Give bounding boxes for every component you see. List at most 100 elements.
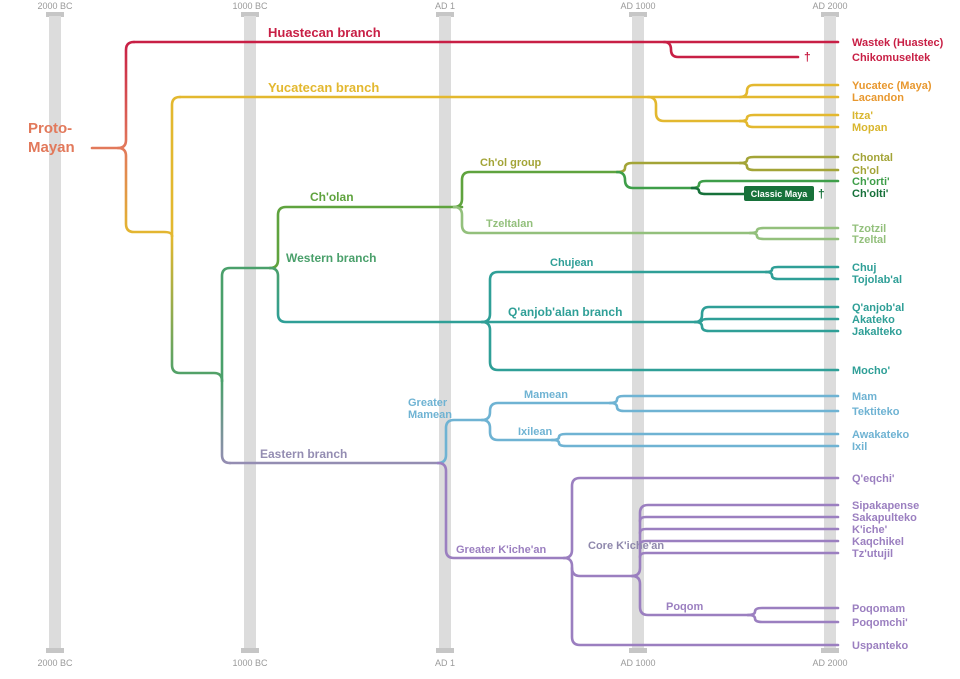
greater-mamean-stem-line (436, 418, 484, 465)
leaf-label: Sipakapense (852, 500, 919, 512)
awakateko-line (550, 432, 840, 442)
branch-label: Ixilean (518, 426, 553, 438)
timeline-year-label-top: AD 2000 (812, 1, 847, 11)
extinct-dagger-icon: † (804, 50, 811, 64)
core-kichean-stem-line (570, 566, 634, 578)
itza-line (738, 113, 840, 123)
tojolabal-line (764, 270, 840, 281)
leaf-label: Ch'ol (852, 165, 879, 177)
timeline-year-label-bottom: AD 1 (435, 658, 455, 668)
leaf-label: Q'eqchi' (852, 473, 895, 485)
leaf-label: Tzeltal (852, 234, 886, 246)
leaf-label: Tektiteko (852, 406, 900, 418)
classic-maya-box: Classic Maya (744, 186, 814, 201)
branch-label: Tzeltalan (486, 218, 533, 230)
tzeltal-line (748, 231, 840, 241)
greater-kichean-stem-line (436, 461, 566, 560)
tektiteko-line (608, 401, 840, 413)
chol-line (738, 161, 840, 172)
timeline-bar-cap (46, 648, 64, 653)
sakapulteko-line (638, 515, 840, 523)
chorti-group-stem-line (615, 170, 694, 190)
qeqchi-line (562, 476, 840, 560)
timeline-bar (632, 16, 644, 652)
branch-label: Q'anjob'alan branch (508, 305, 622, 319)
leaf-label: Tz'utujil (852, 548, 893, 560)
leaf-label: Tojolab'al (852, 274, 902, 286)
timeline-year-label-top: AD 1 (435, 1, 455, 11)
timeline-year-label-bottom: 1000 BC (232, 658, 268, 668)
western-branch-stem-line (220, 266, 272, 383)
branch-label: Yucatecan branch (268, 80, 379, 95)
branch-label: Eastern branch (260, 447, 347, 461)
branch-label: Greater (408, 397, 448, 409)
mamean-stem-line (480, 401, 612, 422)
akateko-line (693, 317, 840, 324)
leaf-label: Uspanteko (852, 640, 909, 652)
timeline-bar (439, 16, 451, 652)
yucatecan-riser-line (170, 95, 182, 238)
extinct-dagger-icon: † (818, 187, 825, 201)
timeline-year-label-bottom: 2000 BC (37, 658, 73, 668)
mam-line (608, 394, 840, 405)
mopan-line (738, 119, 840, 129)
branch-label: Core K'iche'an (588, 540, 664, 552)
branch-label: Mamean (524, 389, 568, 401)
leaf-label: Lacandon (852, 92, 904, 104)
cholan-proper-stem-line (452, 170, 619, 209)
timeline-bar-cap (436, 12, 454, 17)
timeline-year-label-top: 2000 BC (37, 1, 73, 11)
leaf-label: Q'anjob'al (852, 302, 904, 314)
branch-label: Mayan (28, 139, 75, 156)
timeline-year-label-bottom: AD 2000 (812, 658, 847, 668)
branch-label: Ch'ol group (480, 157, 542, 169)
cholti-line (690, 186, 748, 196)
tzeltalan-stem-line (452, 205, 752, 235)
leaf-label: Yucatec (Maya) (852, 80, 932, 92)
classic-maya-box-label: Classic Maya (751, 189, 809, 199)
timeline-bar-cap (821, 648, 839, 653)
kiche-line (638, 527, 840, 535)
branch-label: Huastecan branch (268, 25, 381, 40)
ixilean-stem-line (480, 418, 554, 442)
timeline-year-label-top: 1000 BC (232, 1, 268, 11)
leaf-label: Kaqchikel (852, 536, 904, 548)
leaf-label: Mocho' (852, 365, 890, 377)
leaf-label: Ch'olti' (852, 188, 889, 200)
leaf-label: Sakapulteko (852, 512, 917, 524)
branch-label: Chujean (550, 257, 594, 269)
timeline-bar (49, 16, 61, 652)
trunk-western-eastern-line (170, 234, 224, 383)
yucatec-line (738, 83, 840, 99)
poqom-stem-line (630, 574, 750, 617)
timeline-bar-cap (821, 12, 839, 17)
leaf-label: Jakalteko (852, 326, 902, 338)
leaf-label: Mopan (852, 122, 888, 134)
leaf-label: Ixil (852, 441, 867, 453)
branch-label: Mamean (408, 409, 452, 421)
leaf-label: Mam (852, 391, 877, 403)
qanjobalan-stem-line (268, 266, 484, 324)
timeline-bar-cap (629, 648, 647, 653)
branch-label: Poqom (666, 601, 703, 613)
leaf-label: Poqomam (852, 603, 905, 615)
timeline-bar-cap (46, 12, 64, 17)
itza-mopan-stem-line (646, 95, 742, 123)
poqomchi-line (746, 613, 840, 624)
jakalteko-line (693, 320, 840, 333)
leaf-label: Ch'orti' (852, 176, 890, 188)
cholan-stem-line (268, 205, 464, 270)
leaf-label: Chikomuseltek (852, 52, 931, 64)
chikomuseltek-line (662, 40, 800, 59)
leaf-label: Akateko (852, 314, 895, 326)
leaf-label: Tzotzil (852, 223, 886, 235)
uspanteko-line (562, 556, 840, 647)
leaf-label: Wastek (Huastec) (852, 37, 944, 49)
mocho-line (480, 320, 840, 372)
timeline-bar-cap (241, 648, 259, 653)
